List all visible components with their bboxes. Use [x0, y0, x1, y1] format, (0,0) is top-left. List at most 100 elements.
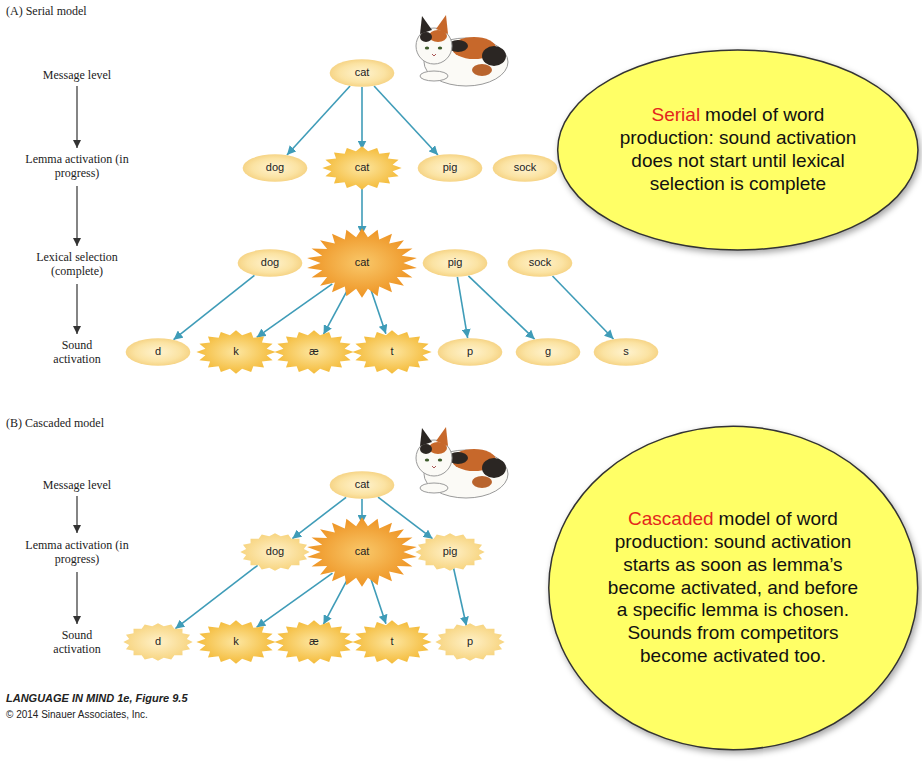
node-label: sock	[514, 161, 537, 173]
node-text-block: pig	[448, 256, 463, 269]
node-text-block: p	[467, 635, 473, 648]
node-label: dog	[261, 256, 279, 268]
activation-arrow	[361, 186, 363, 235]
starburst-shape	[196, 330, 275, 374]
node-ellipse	[423, 249, 488, 276]
node-text-block: cat	[355, 478, 370, 491]
callout-ellipse	[549, 426, 918, 749]
node-label: t	[390, 345, 393, 357]
activation-arrow	[323, 579, 347, 625]
node-label: cat	[355, 161, 370, 173]
weak-activation-node: pig	[415, 533, 485, 571]
level-arrow	[76, 186, 77, 246]
node-ellipse	[126, 338, 191, 365]
activation-arrow	[468, 276, 534, 339]
starburst-shape	[123, 623, 192, 661]
weak-activation-node: d	[123, 623, 193, 661]
starburst-shape	[322, 146, 401, 190]
node-label: cat	[355, 256, 370, 268]
active-node: t	[352, 620, 432, 664]
level-arrow	[76, 572, 77, 624]
word-node: sock	[507, 249, 573, 277]
level-label: Sound activation	[44, 628, 110, 657]
node-label: æ	[309, 635, 319, 647]
starburst-shape	[274, 620, 353, 664]
word-node: dog	[242, 154, 308, 182]
node-text-block: sock	[514, 161, 537, 174]
node-text-block: æ	[309, 345, 319, 358]
level-label: Message level	[17, 68, 137, 82]
word-node: cat	[329, 471, 395, 499]
activation-arrow	[256, 573, 332, 627]
node-label: sock	[529, 256, 552, 268]
starburst-shape	[307, 517, 417, 586]
starburst-shape	[196, 620, 275, 664]
level-label: Lemma activation (in progress)	[17, 152, 137, 181]
active-node: k	[196, 620, 276, 664]
node-text-block: g	[545, 345, 551, 358]
word-node: s	[593, 338, 659, 366]
selected-node: cat	[306, 517, 418, 587]
activation-arrow	[324, 290, 348, 335]
cat-illustration	[416, 427, 508, 498]
weak-activation-node: p	[435, 623, 505, 661]
activation-arrow	[287, 86, 350, 155]
node-label: k	[233, 345, 239, 357]
level-label: Sound activation	[44, 338, 110, 367]
callout-text: model of word production: sound activati…	[608, 508, 858, 666]
node-ellipse	[508, 249, 573, 276]
node-ellipse	[594, 338, 659, 365]
node-text-block: t	[390, 635, 393, 648]
word-node: p	[437, 338, 503, 366]
node-text-block: pig	[443, 545, 458, 558]
starburst-shape	[307, 228, 417, 297]
node-text-block: Serialmodel of word production: sound ac…	[613, 104, 863, 195]
node-text-block: dog	[266, 161, 284, 174]
callout-ellipse: Serialmodel of word production: sound ac…	[554, 48, 922, 252]
activation-arrow	[371, 579, 386, 623]
node-text-block: p	[467, 345, 473, 358]
node-ellipse	[243, 154, 308, 181]
active-node: æ	[274, 620, 354, 664]
node-text-block: s	[623, 345, 629, 358]
node-ellipse	[438, 338, 503, 365]
node-text-block: sock	[529, 256, 552, 269]
word-node: pig	[422, 249, 488, 277]
node-text-block: k	[233, 345, 239, 358]
active-node: k	[196, 330, 276, 374]
node-ellipse	[516, 338, 581, 365]
activation-arrow	[361, 87, 363, 150]
node-label: p	[467, 635, 473, 647]
node-label: s	[623, 345, 629, 357]
word-node: cat	[329, 59, 395, 87]
node-ellipse	[330, 59, 395, 86]
weak-activation-node: dog	[240, 533, 310, 571]
level-arrow	[76, 86, 77, 148]
node-text-block: d	[155, 345, 161, 358]
node-text-block: t	[390, 345, 393, 358]
starburst-shape	[240, 533, 309, 571]
node-label: pig	[443, 161, 458, 173]
node-label: g	[545, 345, 551, 357]
node-text-block: cat	[355, 256, 370, 269]
figure-caption: LANGUAGE IN MIND 1e, Figure 9.5	[6, 692, 326, 705]
starburst-shape	[415, 533, 484, 571]
callout-keyword: Cascaded	[628, 508, 714, 529]
word-node: g	[515, 338, 581, 366]
node-text-block: k	[233, 635, 239, 648]
node-text-block: dog	[266, 545, 284, 558]
node-ellipse	[330, 471, 395, 498]
panel-title: (B) Cascaded model	[6, 416, 206, 430]
starburst-shape	[274, 330, 353, 374]
level-label: Lemma activation (in progress)	[17, 538, 137, 567]
word-node: d	[125, 338, 191, 366]
activation-arrow	[457, 277, 467, 338]
node-text-block: dog	[261, 256, 279, 269]
node-label: d	[155, 635, 161, 647]
level-arrow	[76, 284, 77, 334]
activation-arrow	[257, 284, 333, 337]
selected-node: cat	[306, 228, 418, 298]
activation-arrow	[454, 568, 467, 626]
active-node: æ	[274, 330, 354, 374]
word-node: pig	[417, 154, 483, 182]
